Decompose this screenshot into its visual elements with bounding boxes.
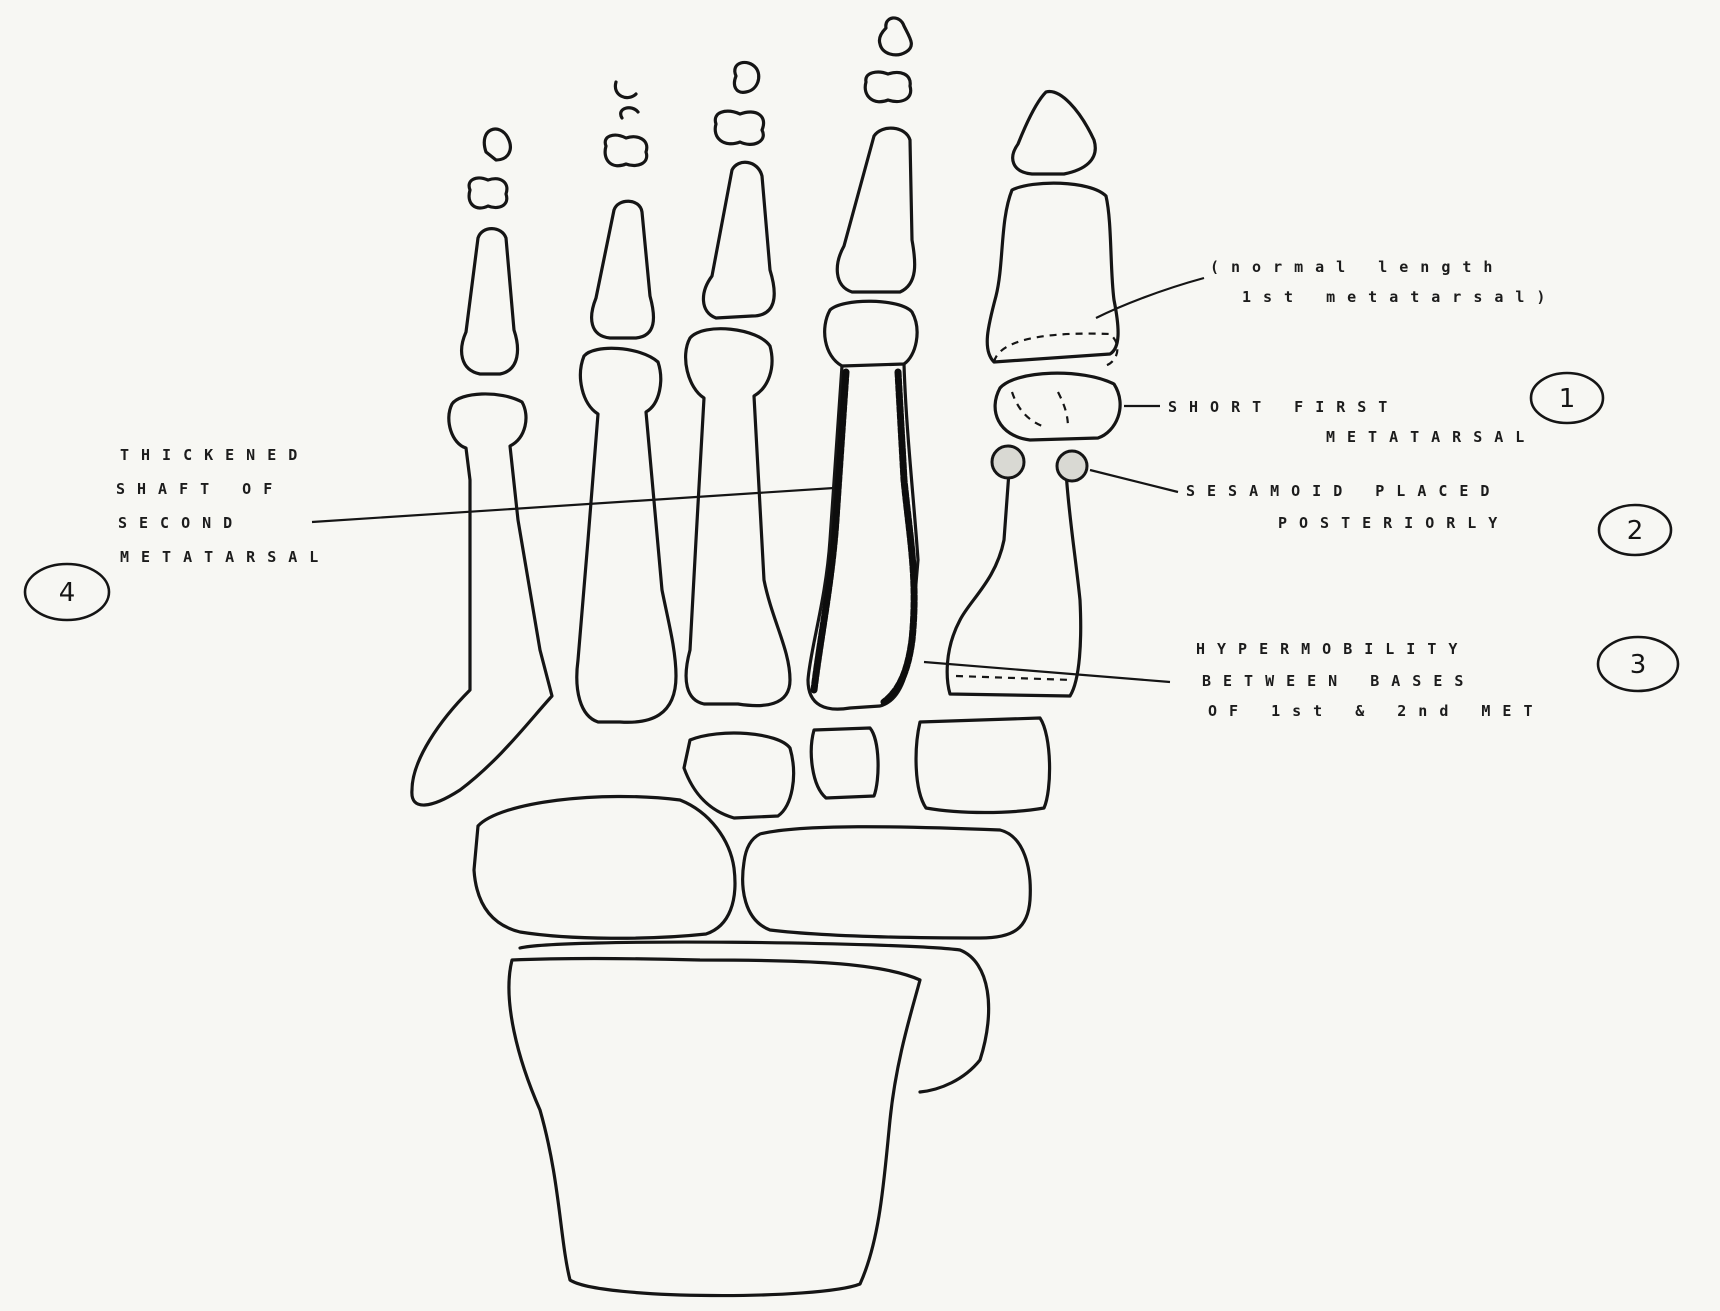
first-metatarsal-base-line [956, 676, 1072, 680]
digit4-distal-phalanx [615, 82, 638, 118]
talus-head [520, 942, 989, 1092]
sesamoid-medial [992, 446, 1024, 478]
digit5-proximal-phalanx [462, 229, 518, 374]
digit2-middle-phalanx [865, 72, 910, 102]
digit5-distal-phalanx [484, 129, 510, 160]
second-metatarsal-head [825, 301, 917, 366]
marker-1: 1 [1531, 373, 1603, 423]
navicular [743, 827, 1031, 938]
second-metatarsal-thickened-cortex-lateral [884, 372, 914, 702]
digit3-distal-phalanx [734, 62, 758, 92]
digit5-middle-phalanx [469, 178, 507, 208]
label-hypermobility-line2: BETWEEN BASES [1202, 672, 1475, 690]
label-thickened-line4: METATARSAL [120, 548, 330, 566]
digit-1 [947, 92, 1120, 696]
digit2-distal-phalanx [879, 18, 911, 55]
label-thickened-line3: SECOND [118, 514, 244, 532]
digit4-middle-phalanx [605, 135, 647, 166]
cuboid [474, 796, 735, 938]
leader-sesamoid [1090, 470, 1178, 492]
marker-4: 4 [25, 564, 109, 620]
annotation-short-first: SHORT FIRST METATARSAL [1168, 398, 1536, 446]
digit4-proximal-phalanx [592, 201, 654, 338]
digit-3 [686, 62, 790, 705]
first-metatarsal-inner-outline [1012, 392, 1068, 428]
fourth-metatarsal [577, 348, 676, 722]
leader-thickened [312, 488, 834, 522]
label-sesamoid-line2: POSTERIORLY [1278, 514, 1509, 532]
label-sesamoid-line1: SESAMOID PLACED [1186, 482, 1501, 500]
marker-3: 3 [1598, 637, 1678, 691]
digit3-middle-phalanx [715, 111, 763, 144]
marker-2: 2 [1599, 505, 1671, 555]
medial-cuneiform [916, 718, 1050, 813]
tarsal-bones [474, 718, 1050, 1296]
marker-2-number: 2 [1627, 516, 1644, 546]
lateral-cuneiform [684, 733, 794, 818]
digit-5 [412, 129, 552, 805]
digit-4 [577, 82, 676, 722]
label-normal-length-line1: (normal length [1210, 258, 1504, 276]
first-metatarsal-head [995, 373, 1120, 440]
label-thickened-line1: THICKENED [120, 446, 309, 464]
digit3-proximal-phalanx [703, 162, 774, 318]
calcaneus [509, 959, 920, 1296]
digit-2 [808, 18, 918, 709]
annotation-hypermobility: HYPERMOBILITY BETWEEN BASES OF 1st & 2nd… [1196, 640, 1545, 720]
label-thickened-line2: SHAFT OF [116, 480, 284, 498]
third-metatarsal [686, 329, 790, 706]
intermediate-cuneiform [811, 728, 878, 798]
hallux-distal-phalanx [1013, 92, 1096, 174]
annotation-thickened: THICKENED SHAFT OF SECOND METATARSAL [116, 446, 330, 566]
sesamoid-lateral [1057, 451, 1087, 481]
label-short-first-line1: SHORT FIRST [1168, 398, 1399, 416]
first-metatarsal-shaft [947, 458, 1081, 696]
label-hypermobility-line3: OF 1st & 2nd MET [1208, 702, 1545, 720]
fifth-metatarsal [412, 394, 552, 805]
marker-3-number: 3 [1630, 650, 1647, 680]
annotation-sesamoid: SESAMOID PLACED POSTERIORLY [1186, 482, 1509, 532]
label-short-first-line2: METATARSAL [1326, 428, 1536, 446]
label-hypermobility-line1: HYPERMOBILITY [1196, 640, 1469, 658]
marker-4-number: 4 [59, 578, 76, 608]
label-normal-length-line2: 1st metatarsal) [1242, 288, 1557, 306]
annotation-normal-length: (normal length 1st metatarsal) [1210, 258, 1557, 306]
marker-1-number: 1 [1559, 384, 1576, 414]
digit2-proximal-phalanx [837, 128, 914, 292]
